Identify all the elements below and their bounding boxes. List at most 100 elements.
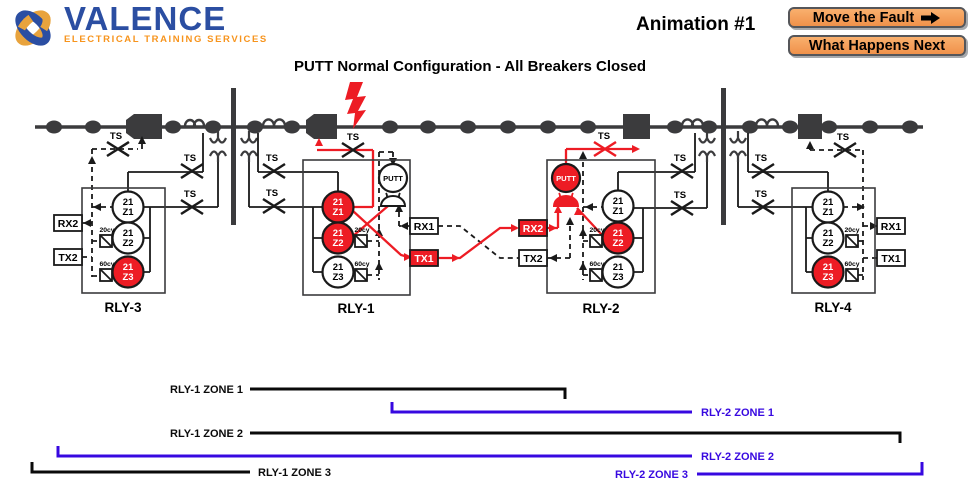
- svg-text:21: 21: [613, 196, 624, 207]
- rly4-box: [791, 187, 876, 294]
- rly2-20cy: 20cy: [589, 227, 605, 248]
- svg-text:Z2: Z2: [612, 238, 623, 249]
- rly4-tx1: TX1: [876, 249, 906, 267]
- rly1-putt: PUTT: [377, 162, 409, 207]
- rly1-tx1: TX1: [409, 249, 439, 267]
- relay-boxes: [81, 159, 876, 296]
- svg-text:Z1: Z1: [122, 207, 134, 218]
- svg-text:Z1: Z1: [612, 206, 624, 217]
- rly1-zone3-label: RLY-1 ZONE 3: [258, 467, 331, 479]
- svg-text:RX2: RX2: [523, 223, 544, 235]
- svg-text:60cy: 60cy: [844, 261, 859, 268]
- rly3-60cy: 60cy: [99, 261, 115, 282]
- svg-text:Z1: Z1: [822, 207, 834, 218]
- rly2-zone2-line: [56, 446, 692, 458]
- solid-wiring: [127, 133, 829, 273]
- valence-logo: VALENCE ELECTRICAL TRAINING SERVICES: [8, 2, 268, 52]
- svg-text:Z1: Z1: [332, 207, 344, 218]
- rly4-60cy: 60cy: [844, 261, 860, 282]
- rly2-zone1-line: [390, 402, 692, 414]
- svg-text:TS: TS: [110, 131, 122, 142]
- zone-reach-lines: [30, 387, 924, 476]
- putt-schematic: TS TS TS TS TS TS TS TS TS TS TS TS 21Z1…: [30, 82, 924, 481]
- rly3-rx2: RX2: [53, 214, 83, 232]
- svg-text:TS: TS: [266, 188, 278, 199]
- left-busbar: [231, 88, 236, 225]
- right-arrow-icon: [921, 11, 941, 24]
- line-nodes: [46, 120, 918, 134]
- test-switches: [106, 140, 857, 217]
- breaker-2: [623, 114, 650, 139]
- svg-text:Z2: Z2: [822, 238, 833, 249]
- svg-text:60cy: 60cy: [589, 261, 604, 268]
- svg-text:TS: TS: [598, 131, 610, 142]
- svg-text:20cy: 20cy: [589, 227, 604, 234]
- rly4-label: RLY-4: [814, 300, 852, 315]
- svg-text:PUTT: PUTT: [383, 174, 403, 183]
- what-happens-next-button[interactable]: What Happens Next: [788, 35, 966, 56]
- svg-text:21: 21: [333, 197, 344, 208]
- dashed-arrowheads: [83, 136, 878, 270]
- transmission-bus: [35, 88, 923, 225]
- zone-reach-labels: RLY-1 ZONE 1 RLY-2 ZONE 1 RLY-1 ZONE 2 R…: [170, 384, 774, 481]
- rly2-label: RLY-2: [582, 301, 619, 316]
- ct-symbols: [183, 118, 780, 127]
- rly3-box: [81, 187, 166, 294]
- rly1-zone2-line: [250, 431, 902, 443]
- brand-name: VALENCE: [64, 0, 227, 37]
- svg-text:Z3: Z3: [612, 272, 623, 283]
- svg-text:TS: TS: [184, 153, 196, 164]
- rly3-label: RLY-3: [104, 300, 142, 315]
- svg-text:TX2: TX2: [523, 253, 542, 265]
- svg-text:TS: TS: [347, 132, 359, 143]
- fault-lightning-icon: [345, 82, 366, 129]
- rly2-zone2-label: RLY-2 ZONE 2: [701, 451, 774, 463]
- svg-text:21: 21: [333, 228, 344, 239]
- svg-text:TS: TS: [674, 190, 686, 201]
- diagram-title: PUTT Normal Configuration - All Breakers…: [294, 58, 646, 75]
- brand-tagline: ELECTRICAL TRAINING SERVICES: [64, 34, 268, 45]
- rly2-rx2: RX2: [518, 219, 548, 237]
- rly1-60cy: 60cy: [354, 261, 370, 282]
- rly2-zone3-line: [697, 462, 924, 476]
- breaker-4: [798, 114, 822, 139]
- pt-symbols: [208, 131, 748, 162]
- rly1-zone1-line: [250, 387, 567, 399]
- svg-text:TS: TS: [837, 132, 849, 143]
- svg-text:Z3: Z3: [332, 272, 343, 283]
- svg-text:TS: TS: [184, 189, 196, 200]
- svg-text:Z2: Z2: [122, 238, 133, 249]
- what-next-label: What Happens Next: [808, 37, 946, 54]
- svg-text:Z3: Z3: [822, 272, 833, 283]
- svg-text:21: 21: [123, 197, 134, 208]
- rly4-rx1: RX1: [876, 217, 906, 235]
- svg-text:21: 21: [123, 228, 134, 239]
- rly3-tx2: TX2: [53, 248, 83, 266]
- svg-text:RX1: RX1: [414, 221, 435, 233]
- right-busbar: [721, 88, 726, 225]
- svg-text:TS: TS: [674, 153, 686, 164]
- svg-text:21: 21: [123, 262, 134, 273]
- svg-text:20cy: 20cy: [844, 227, 859, 234]
- rly2-putt: PUTT: [550, 162, 582, 207]
- svg-text:21: 21: [823, 262, 834, 273]
- rly1-label: RLY-1: [337, 301, 375, 316]
- svg-text:21: 21: [613, 228, 624, 239]
- svg-text:Z3: Z3: [122, 272, 133, 283]
- rly3-20cy: 20cy: [99, 227, 115, 248]
- move-fault-button[interactable]: Move the Fault: [788, 7, 966, 28]
- svg-text:TS: TS: [755, 153, 767, 164]
- svg-text:20cy: 20cy: [99, 227, 114, 234]
